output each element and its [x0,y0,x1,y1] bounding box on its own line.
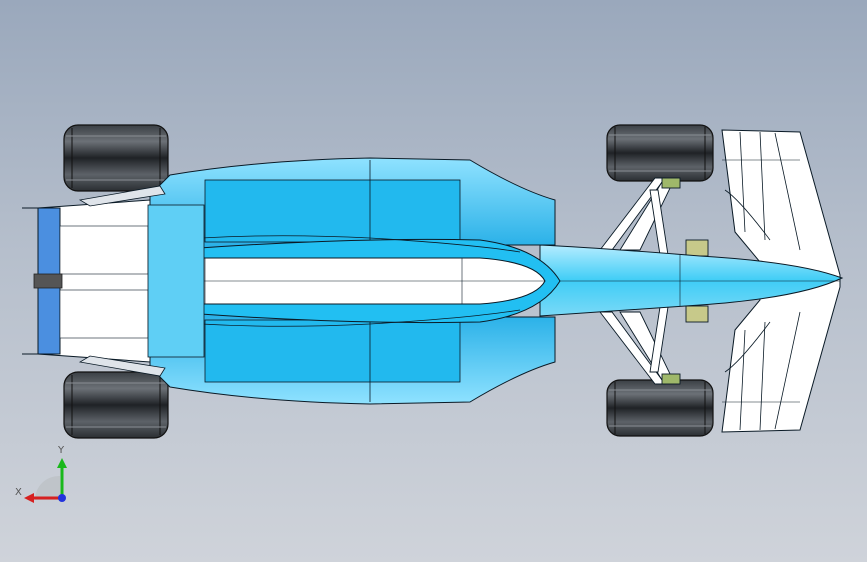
coordinate-triad [24,458,67,503]
front-left-tire [606,124,714,182]
rear-left-tire [63,124,169,192]
triad-x-label: X [15,487,22,498]
front-suspension [599,177,709,385]
front-right-tire [606,379,714,437]
rear-suspension [78,185,166,377]
nose-cone [539,244,844,317]
triad-y-label: Y [58,445,65,456]
rear-wing [22,199,205,363]
rear-right-tire [63,371,169,439]
